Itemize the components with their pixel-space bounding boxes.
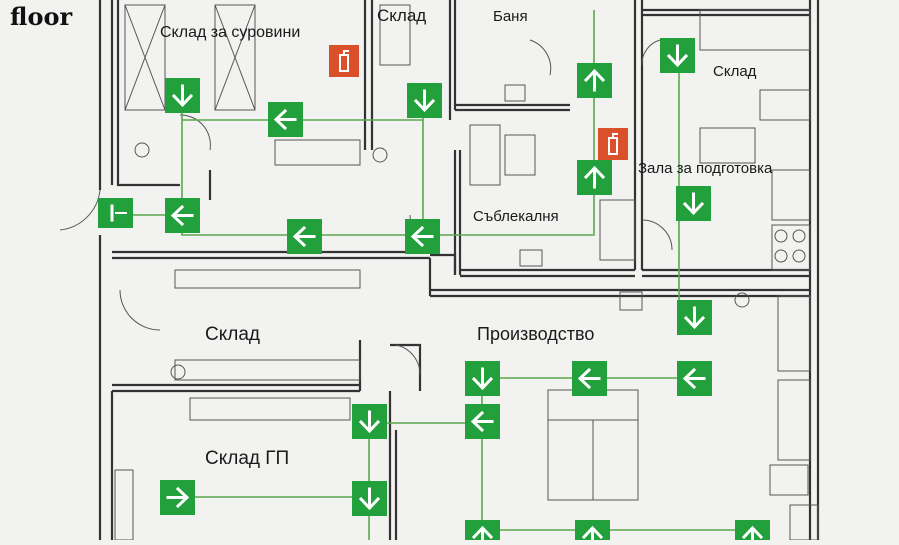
room-label-storage-top: Склад (377, 6, 427, 25)
exit-door-icon (98, 198, 133, 228)
evacuation-arrow-icon (577, 63, 612, 98)
evacuation-arrow-icon (465, 361, 500, 396)
evacuation-arrow-icon (268, 102, 303, 137)
evacuation-arrow-icon (165, 78, 200, 113)
evacuation-arrow-icon (165, 198, 200, 233)
evacuation-arrow-icon (572, 361, 607, 396)
evacuation-arrow-icon (676, 186, 711, 221)
room-label-bath: Баня (493, 8, 528, 25)
room-label-production: Производство (477, 324, 595, 344)
exit-signs (98, 38, 770, 545)
evacuation-arrow-icon (160, 480, 195, 515)
room-label-raw-storage: Склад за суровини (160, 24, 301, 41)
evacuation-arrow-icon (660, 38, 695, 73)
evacuation-arrow-icon (287, 219, 322, 254)
fire-extinguisher-icon (329, 45, 359, 77)
fire-extinguisher-icon (598, 128, 628, 160)
evacuation-arrow-icon (352, 481, 387, 516)
furniture (59, 4, 819, 541)
evacuation-arrow-icon (577, 160, 612, 195)
evacuation-arrow-icon (465, 404, 500, 439)
evacuation-arrow-icon (735, 520, 770, 545)
room-label-storage-mid: Склад (205, 324, 260, 345)
evacuation-arrow-icon (677, 300, 712, 335)
evacuation-arrow-icon (575, 520, 610, 545)
evacuation-arrow-icon (407, 83, 442, 118)
room-label-storage-right: Склад (713, 63, 757, 80)
fire-extinguishers (329, 45, 628, 160)
room-label-prep-hall: Зала за подготовка (638, 160, 773, 177)
evacuation-arrow-icon (352, 404, 387, 439)
floor-heading: floor (10, 2, 73, 31)
evacuation-arrow-icon (677, 361, 712, 396)
evacuation-arrow-icon (465, 520, 500, 545)
evacuation-arrow-icon (405, 219, 440, 254)
room-label-finished-goods: Склад ГП (205, 448, 290, 469)
room-label-changing-room: Съблекалня (473, 208, 559, 225)
